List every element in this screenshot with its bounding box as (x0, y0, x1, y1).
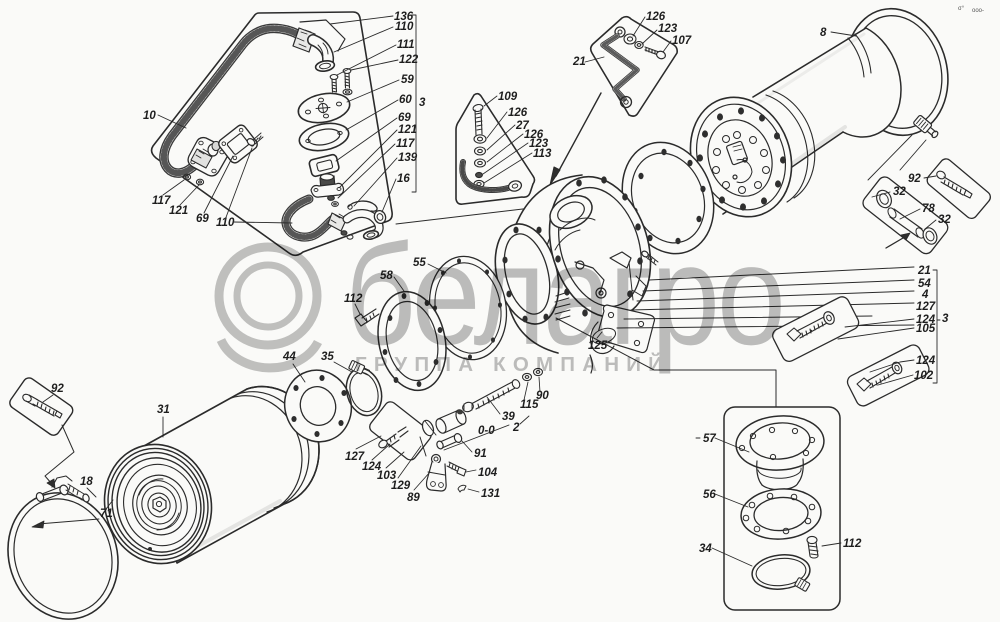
svg-text:122: 122 (399, 54, 419, 66)
svg-text:139: 139 (398, 152, 418, 164)
svg-text:92: 92 (51, 383, 64, 395)
svg-text:58: 58 (380, 270, 393, 282)
svg-text:55: 55 (413, 257, 426, 269)
svg-text:107: 107 (672, 35, 692, 47)
svg-text:117: 117 (152, 195, 171, 207)
svg-text:102: 102 (914, 370, 934, 382)
svg-text:126: 126 (508, 107, 528, 119)
svg-text:32: 32 (893, 186, 906, 198)
svg-text:123: 123 (529, 138, 549, 150)
svg-text:οοο-: οοο- (972, 8, 984, 14)
svg-text:123: 123 (658, 23, 678, 35)
svg-text:21: 21 (917, 265, 931, 277)
svg-text:124: 124 (916, 314, 936, 326)
svg-text:57: 57 (703, 433, 716, 445)
svg-text:60: 60 (399, 94, 412, 106)
svg-text:117: 117 (396, 138, 415, 150)
svg-text:91: 91 (474, 448, 487, 460)
svg-text:32: 32 (938, 214, 951, 226)
svg-text:21: 21 (572, 56, 586, 68)
svg-text:112: 112 (843, 538, 862, 550)
svg-text:124: 124 (916, 355, 936, 367)
svg-text:124: 124 (362, 461, 382, 473)
svg-text:35: 35 (321, 351, 334, 363)
svg-text:71: 71 (100, 508, 113, 520)
svg-text:3: 3 (419, 97, 426, 109)
svg-text:112: 112 (344, 293, 363, 305)
svg-text:4: 4 (921, 289, 929, 301)
svg-text:16: 16 (397, 173, 410, 185)
svg-text:34: 34 (699, 543, 712, 555)
svg-text:σ°: σ° (958, 6, 965, 12)
svg-text:115: 115 (520, 399, 539, 411)
svg-text:0-0: 0-0 (478, 425, 495, 437)
svg-text:78: 78 (922, 203, 935, 215)
svg-text:69: 69 (398, 112, 411, 124)
svg-text:8: 8 (820, 27, 827, 39)
svg-text:126: 126 (646, 11, 666, 23)
svg-text:127: 127 (345, 451, 365, 463)
svg-text:54: 54 (918, 278, 931, 290)
svg-text:121: 121 (169, 205, 188, 217)
svg-text:103: 103 (377, 470, 397, 482)
svg-text:27: 27 (515, 120, 529, 132)
svg-text:109: 109 (498, 91, 518, 103)
svg-text:56: 56 (703, 489, 716, 501)
svg-text:69: 69 (196, 213, 209, 225)
svg-text:110: 110 (216, 217, 235, 229)
svg-text:129: 129 (391, 480, 411, 492)
svg-text:90: 90 (536, 390, 549, 402)
svg-text:113: 113 (533, 148, 552, 160)
svg-text:59: 59 (401, 74, 414, 86)
svg-text:110: 110 (395, 21, 414, 33)
svg-text:белагро: белагро (345, 216, 783, 375)
svg-text:ГРУППА КОМПАНИЙ: ГРУППА КОМПАНИЙ (355, 352, 670, 376)
svg-text:10: 10 (143, 110, 156, 122)
svg-text:126: 126 (524, 129, 544, 141)
svg-text:2: 2 (512, 422, 520, 434)
svg-text:92: 92 (908, 173, 921, 185)
svg-text:127: 127 (916, 301, 936, 313)
svg-text:121: 121 (398, 124, 417, 136)
svg-text:104: 104 (478, 467, 498, 479)
svg-text:131: 131 (481, 488, 500, 500)
svg-text:136: 136 (394, 11, 414, 23)
svg-text:89: 89 (407, 492, 420, 504)
svg-text:31: 31 (157, 404, 170, 416)
svg-text:105: 105 (916, 323, 936, 335)
svg-text:111: 111 (397, 39, 414, 51)
svg-text:3: 3 (942, 313, 949, 325)
svg-text:39: 39 (502, 411, 515, 423)
svg-text:18: 18 (80, 476, 93, 488)
